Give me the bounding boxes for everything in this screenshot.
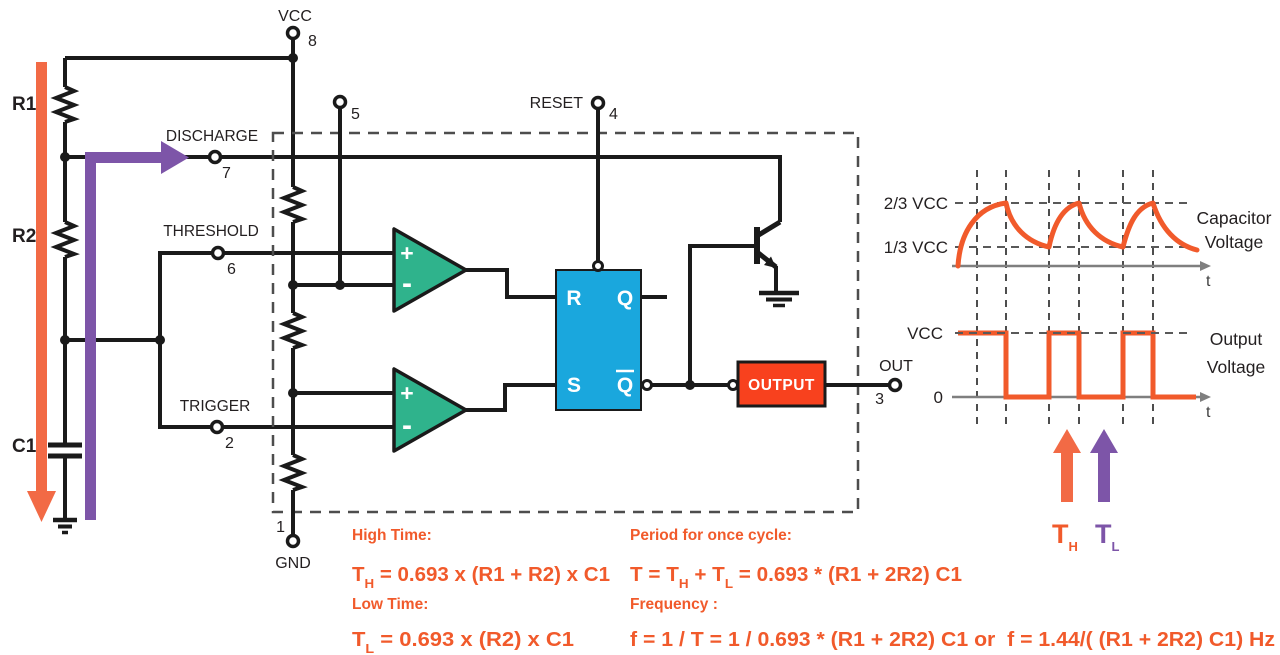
- pin-4-reset: [590, 95, 606, 111]
- capacitor-voltage-curve: [955, 200, 1200, 269]
- comparator1-minus: -: [402, 267, 412, 300]
- pin-3-out: [887, 377, 903, 393]
- pin-8-vcc: [285, 25, 301, 41]
- pin-labels: VCC 8 5 RESET 4 DISCHARGE 7 THRESHOLD 6 …: [12, 8, 913, 572]
- divider-resistor-mid: [278, 311, 308, 350]
- pin-5-control: [332, 94, 348, 110]
- ground-symbol-left: [53, 517, 77, 535]
- high-time-formula: TH = 0.693 x (R1 + R2) x C1: [352, 564, 610, 591]
- reset-ff-terminal: [592, 260, 604, 272]
- capacitor-voltage-graph: 2/3 VCC 1/3 VCC t Capacitor Voltage: [884, 194, 1272, 290]
- gnd-label: GND: [275, 555, 311, 572]
- divider-resistor-top: [278, 185, 308, 224]
- ff-s-label: S: [567, 374, 581, 397]
- level-1-3-vcc: 1/3 VCC: [884, 238, 948, 257]
- ff-q-label: Q: [617, 287, 633, 310]
- qbar-terminal-right: [727, 379, 739, 391]
- pin-1-gnd: [285, 533, 301, 549]
- vcc-label: VCC: [278, 8, 312, 25]
- reset-label: RESET: [530, 95, 584, 112]
- r2-label: R2: [12, 226, 36, 247]
- output-voltage-square-wave: [958, 330, 1196, 400]
- trigger-label: TRIGGER: [180, 398, 251, 415]
- pin6-number: 6: [227, 261, 236, 278]
- internal-voltage-divider: [278, 108, 600, 536]
- r1-label: R1: [12, 94, 37, 115]
- pin5-number: 5: [351, 106, 360, 123]
- sr-flipflop: R Q S Q: [555, 269, 642, 411]
- level-zero: 0: [934, 388, 943, 407]
- frequency-heading: Frequency :: [630, 596, 718, 613]
- cap-title-2: Voltage: [1205, 232, 1263, 252]
- level-2-3-vcc: 2/3 VCC: [884, 194, 948, 213]
- pin-7-discharge: [207, 149, 223, 165]
- out-title-1: Output: [1210, 329, 1263, 349]
- capacitor-c1: [48, 442, 82, 459]
- pin3-number: 3: [875, 391, 884, 408]
- ff-r-label: R: [566, 287, 581, 310]
- tl-label: TL: [1095, 519, 1120, 554]
- resistor-r1: [50, 85, 80, 124]
- level-vcc: VCC: [907, 324, 943, 343]
- pin4-number: 4: [609, 106, 618, 123]
- pin-6-threshold: [210, 245, 226, 261]
- resistor-r2: [50, 220, 80, 259]
- high-time-heading: High Time:: [352, 527, 432, 544]
- out-title-2: Voltage: [1207, 357, 1265, 377]
- comparator1-plus: +: [400, 240, 413, 266]
- divider-resistor-bot: [278, 453, 308, 492]
- pin7-number: 7: [222, 165, 231, 182]
- comparator-threshold: + -: [392, 227, 468, 313]
- output-voltage-graph: VCC 0 t Output Voltage: [907, 324, 1265, 421]
- pin-terminals: [207, 25, 903, 549]
- comparator2-plus: +: [400, 380, 413, 406]
- tl-arrow: [1090, 429, 1118, 502]
- cap-title-1: Capacitor: [1197, 208, 1272, 228]
- pin1-number: 1: [276, 519, 285, 536]
- cap-axis-t: t: [1206, 273, 1211, 290]
- discharge-label: DISCHARGE: [166, 128, 258, 145]
- c1-label: C1: [12, 436, 37, 457]
- th-arrow: [1053, 429, 1081, 502]
- period-markers: TH TL: [1052, 429, 1120, 554]
- qbar-terminal-left: [641, 379, 653, 391]
- low-time-heading: Low Time:: [352, 596, 428, 613]
- ic-boundary: [271, 131, 860, 514]
- th-label: TH: [1052, 519, 1078, 554]
- frequency-formula: f = 1 / T = 1 / 0.693 * (R1 + 2R2) C1 or…: [630, 629, 1275, 651]
- charge-path-arrow: [27, 62, 56, 522]
- junction-dots: [60, 53, 695, 398]
- ff-qbar-label: Q: [617, 374, 633, 397]
- discharge-path-arrow: [85, 141, 189, 520]
- ground-symbol-transistor: [759, 290, 799, 308]
- output-buffer-label: OUTPUT: [748, 377, 815, 394]
- discharge-transistor: [754, 219, 799, 308]
- pin8-number: 8: [308, 33, 317, 50]
- out-label: OUT: [879, 358, 913, 375]
- transistor-base-wire: [688, 244, 754, 385]
- pin-2-trigger: [209, 419, 225, 435]
- period-heading: Period for once cycle:: [630, 527, 792, 544]
- pin2-number: 2: [225, 435, 234, 452]
- threshold-label: THRESHOLD: [163, 223, 259, 240]
- comparator-trigger: + -: [392, 367, 468, 453]
- low-time-formula: TL = 0.693 x (R2) x C1: [352, 629, 574, 655]
- output-buffer: OUTPUT: [736, 360, 827, 408]
- formulas: High Time: TH = 0.693 x (R1 + R2) x C1 L…: [352, 527, 1275, 655]
- comparator2-minus: -: [402, 409, 412, 442]
- out-axis-t: t: [1206, 404, 1211, 421]
